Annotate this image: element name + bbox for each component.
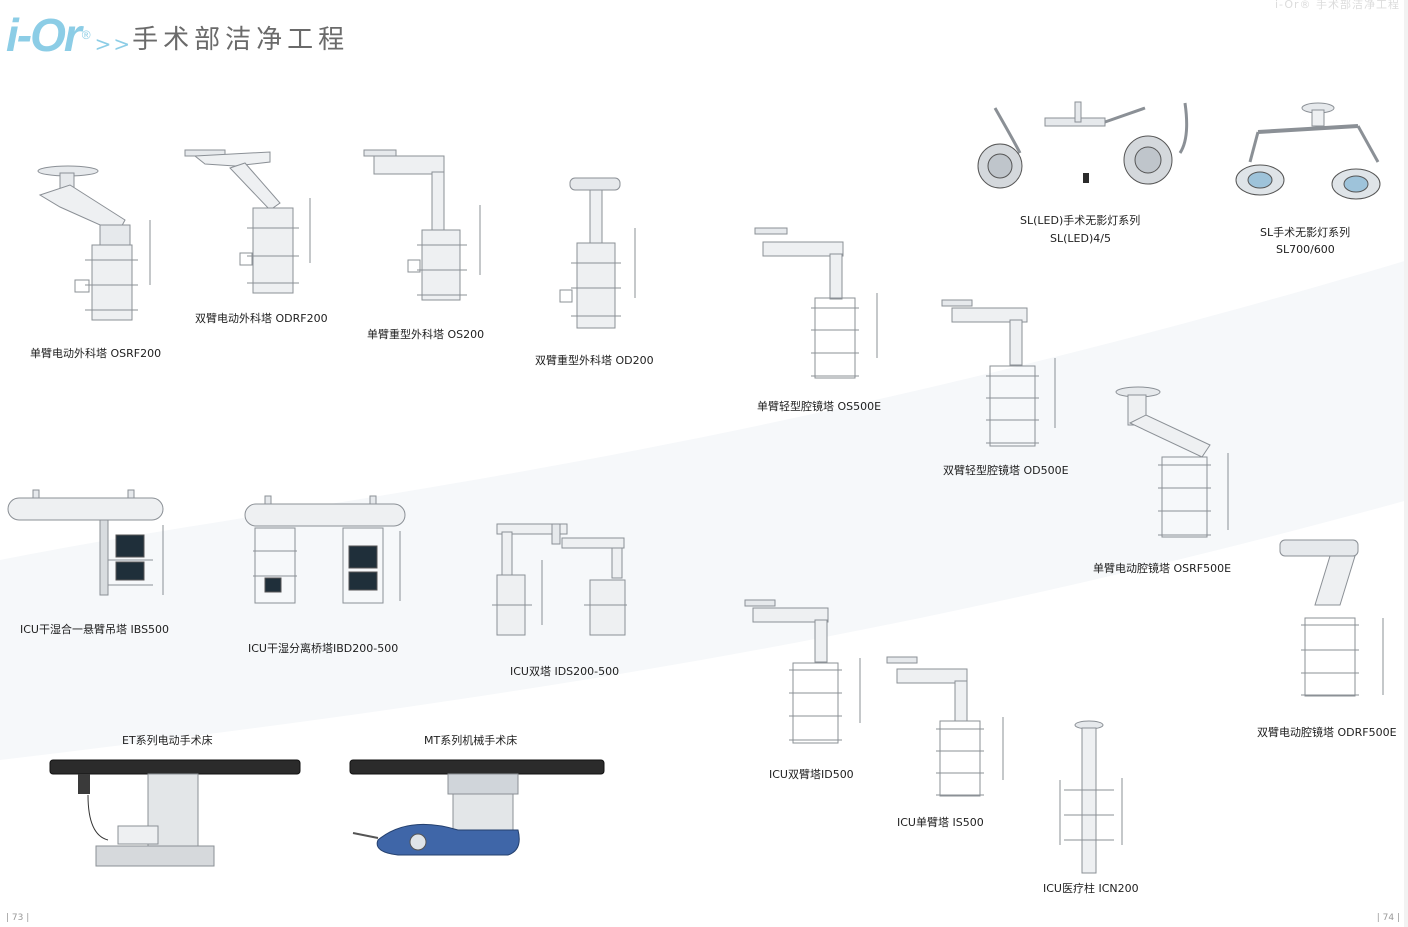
os500e-illustration	[754, 227, 878, 379]
right-page-header: i-Or® 手术部洁净工程	[1274, 0, 1400, 11]
id500-label: ICU双臂塔ID500	[769, 768, 854, 781]
od500e-illustration	[941, 299, 1056, 447]
ibd200-illustration	[244, 495, 406, 604]
os200-label: 单臂重型外科塔 OS200	[367, 328, 485, 341]
et-label: ET系列电动手术床	[122, 734, 213, 747]
id500-illustration	[744, 599, 861, 744]
icn200-illustration	[1059, 720, 1123, 874]
odrf500e-illustration	[1279, 539, 1384, 697]
sl-name: SL手术无影灯系列	[1260, 226, 1351, 239]
odrf200-illustration	[184, 149, 311, 294]
ibs500-label: ICU干湿合一悬臂吊塔 IBS500	[20, 623, 170, 636]
ibs500-illustration	[7, 489, 164, 596]
ibd200-label: ICU干湿分离桥塔IBD200-500	[248, 642, 399, 655]
ids200-illustration	[492, 523, 627, 636]
sl-led-illustration	[977, 101, 1189, 189]
sl-led-model: SL(LED)4/5	[1050, 232, 1111, 245]
odrf200-label: 双臂电动外科塔 ODRF200	[195, 312, 328, 325]
sl-illustration	[1235, 102, 1381, 200]
page-gutter	[1404, 0, 1408, 927]
sl-model: SL700/600	[1276, 243, 1335, 256]
is500-illustration	[886, 656, 1004, 797]
page-title: 手术部洁净工程	[132, 25, 350, 55]
osrf200-label: 单臂电动外科塔 OSRF200	[30, 347, 162, 360]
osrf200-illustration	[37, 165, 151, 321]
et-illustration	[49, 759, 301, 867]
od500e-label: 双臂轻型腔镜塔 OD500E	[943, 464, 1069, 477]
osrf500e-illustration	[1115, 386, 1229, 538]
is500-label: ICU单臂塔 IS500	[897, 816, 984, 829]
brand-logo: i-Or®	[6, 9, 91, 61]
mt-illustration	[349, 759, 605, 856]
right-page-number: | 74 |	[1376, 913, 1400, 923]
osrf500e-label: 单臂电动腔镜塔 OSRF500E	[1093, 562, 1232, 575]
sl-led-name: SL(LED)手术无影灯系列	[1020, 214, 1141, 227]
os200-illustration	[363, 149, 481, 301]
od200-label: 双臂重型外科塔 OD200	[535, 354, 654, 367]
left-page-number: | 73 |	[6, 913, 30, 923]
os500e-label: 单臂轻型腔镜塔 OS500E	[757, 400, 882, 413]
mt-label: MT系列机械手术床	[424, 734, 518, 747]
header-arrows: >>	[94, 32, 133, 56]
icn200-label: ICU医疗柱 ICN200	[1043, 882, 1139, 895]
ids200-label: ICU双塔 IDS200-500	[510, 665, 620, 678]
od200-illustration	[559, 177, 636, 329]
odrf500e-label: 双臂电动腔镜塔 ODRF500E	[1257, 726, 1397, 739]
page-header: i-Or® >> 手术部洁净工程	[6, 8, 349, 58]
